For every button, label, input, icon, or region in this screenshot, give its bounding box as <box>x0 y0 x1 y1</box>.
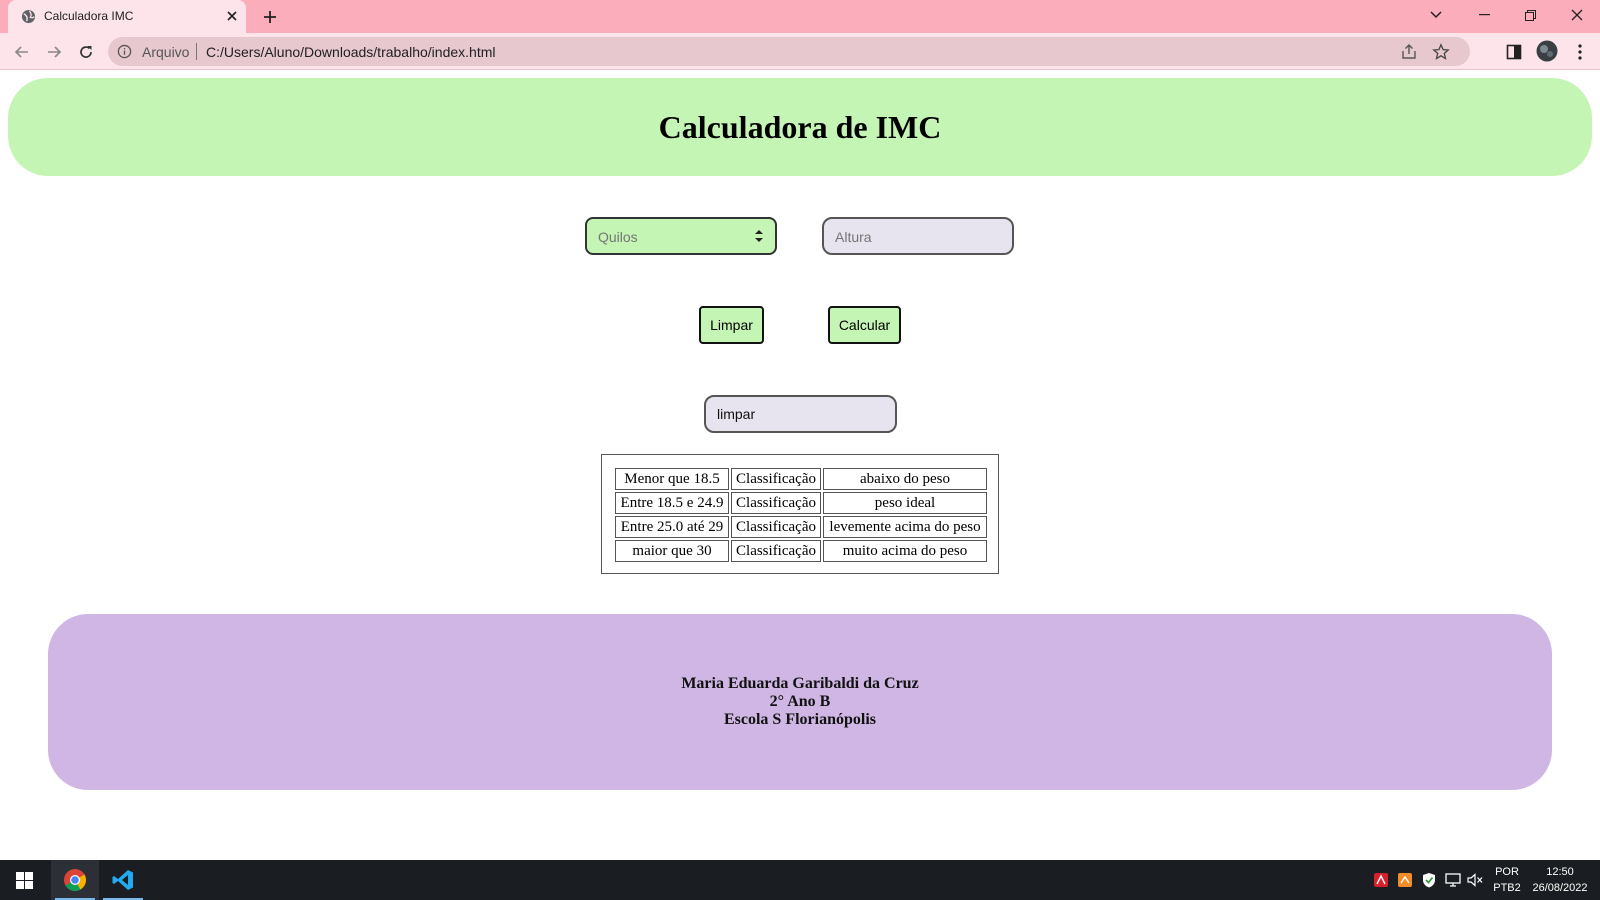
kebab-menu-icon[interactable] <box>1570 42 1590 62</box>
side-panel-icon[interactable] <box>1504 42 1524 62</box>
table-row: maior que 30 Classificação muito acima d… <box>615 540 987 562</box>
table-cell-label: Classificação <box>731 492 821 514</box>
table-cell-classification: levemente acima do peso <box>823 516 987 538</box>
clock-date[interactable]: 26/08/2022 <box>1532 882 1588 894</box>
table-cell-range: maior que 30 <box>615 540 729 562</box>
footer-school: Escola S Florianópolis <box>723 711 877 728</box>
table-cell-classification: peso ideal <box>823 492 987 514</box>
page-title: Calculadora de IMC <box>658 108 942 145</box>
close-icon[interactable] <box>223 7 241 25</box>
divider <box>196 43 197 60</box>
vscode-icon[interactable] <box>99 860 147 900</box>
plus-icon[interactable] <box>258 5 282 29</box>
footer-class: 2° Ano B <box>769 693 831 710</box>
footer-author: Maria Eduarda Garibaldi da Cruz <box>681 675 919 692</box>
table-cell-label: Classificação <box>731 540 821 562</box>
page-content: Calculadora de IMC Quilos Altura Limpar … <box>0 70 1600 860</box>
url-text[interactable]: C:/Users/Aluno/Downloads/trabalho/index.… <box>206 44 496 60</box>
shield-icon[interactable] <box>1420 871 1438 889</box>
globe-icon <box>21 9 36 24</box>
speaker-muted-icon[interactable] <box>1466 871 1484 889</box>
tab-strip: Calculadora IMC <box>0 0 1600 33</box>
info-icon[interactable] <box>117 44 132 59</box>
close-window-icon[interactable] <box>1554 0 1600 30</box>
active-indicator <box>55 898 95 900</box>
weight-select[interactable]: Quilos <box>585 217 777 255</box>
table-cell-classification: muito acima do peso <box>823 540 987 562</box>
table-cell-classification: abaixo do peso <box>823 468 987 490</box>
table-cell-range: Menor que 18.5 <box>615 468 729 490</box>
address-bar[interactable]: Arquivo C:/Users/Aluno/Downloads/trabalh… <box>108 37 1470 66</box>
result-field[interactable]: limpar <box>704 395 897 433</box>
reload-icon[interactable] <box>72 38 100 66</box>
select-arrows-icon <box>754 228 764 244</box>
chrome-icon[interactable] <box>51 860 99 900</box>
arrow-right-icon[interactable] <box>40 38 68 66</box>
tray-language[interactable]: POR <box>1495 866 1519 878</box>
calculate-button[interactable]: Calcular <box>828 306 901 344</box>
chevron-down-icon[interactable] <box>1413 0 1459 30</box>
taskbar: POR PTB2 12:50 26/08/2022 <box>0 860 1600 900</box>
table-cell-range: Entre 25.0 até 29 <box>615 516 729 538</box>
bmi-table-container: Menor que 18.5 Classificação abaixo do p… <box>601 454 999 574</box>
table-cell-label: Classificação <box>731 468 821 490</box>
clock-time[interactable]: 12:50 <box>1546 866 1574 878</box>
avatar-icon[interactable] <box>1536 40 1558 62</box>
minimize-icon[interactable] <box>1461 0 1507 30</box>
active-indicator <box>103 898 143 900</box>
star-icon[interactable] <box>1432 43 1450 61</box>
table-row: Entre 25.0 até 29 Classificação levement… <box>615 516 987 538</box>
clear-button[interactable]: Limpar <box>699 306 764 344</box>
tray-layout[interactable]: PTB2 <box>1493 882 1521 894</box>
network-icon[interactable] <box>1444 871 1462 889</box>
header-banner: Calculadora de IMC <box>8 78 1592 176</box>
browser-tab[interactable]: Calculadora IMC <box>8 0 246 33</box>
arrow-left-icon[interactable] <box>8 38 36 66</box>
table-row: Entre 18.5 e 24.9 Classificação peso ide… <box>615 492 987 514</box>
footer-banner: Maria Eduarda Garibaldi da Cruz 2° Ano B… <box>48 614 1552 790</box>
bmi-table: Menor que 18.5 Classificação abaixo do p… <box>613 466 989 564</box>
windows-start-icon[interactable] <box>0 860 48 900</box>
weight-select-placeholder: Quilos <box>598 229 638 245</box>
height-input-placeholder: Altura <box>835 229 872 245</box>
table-row: Menor que 18.5 Classificação abaixo do p… <box>615 468 987 490</box>
tab-title: Calculadora IMC <box>44 9 134 23</box>
share-icon[interactable] <box>1400 43 1418 61</box>
table-cell-range: Entre 18.5 e 24.9 <box>615 492 729 514</box>
height-input[interactable]: Altura <box>822 217 1014 255</box>
browser-toolbar: Arquivo C:/Users/Aluno/Downloads/trabalh… <box>0 33 1600 70</box>
url-scheme-label: Arquivo <box>142 44 190 60</box>
table-cell-label: Classificação <box>731 516 821 538</box>
restore-icon[interactable] <box>1507 0 1553 30</box>
result-field-value: limpar <box>717 406 756 422</box>
app-tray-icon[interactable] <box>1396 871 1414 889</box>
acrobat-tray-icon[interactable] <box>1372 871 1390 889</box>
